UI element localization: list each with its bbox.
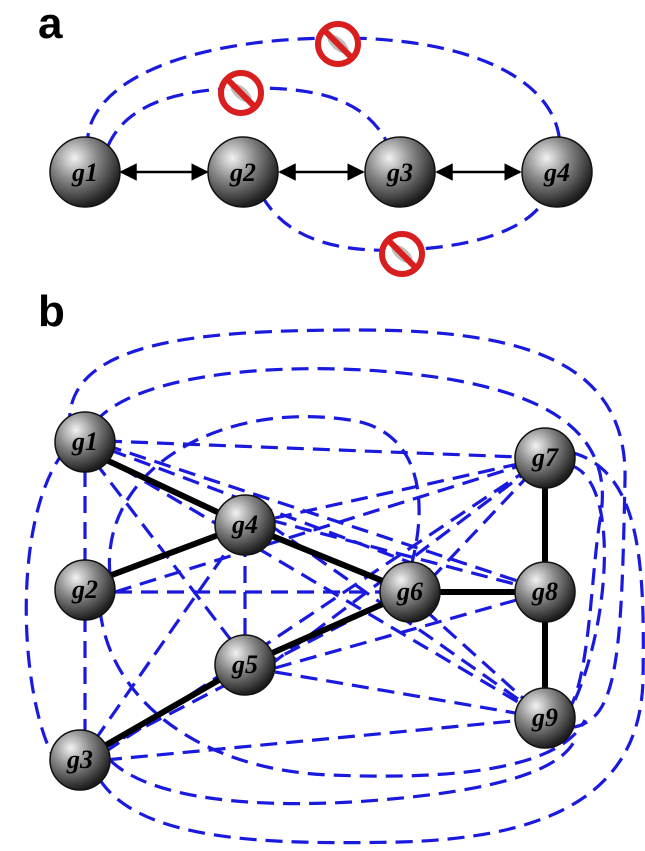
node-g4: g4 xyxy=(214,494,276,556)
node-g8: g8 xyxy=(514,561,576,623)
svg-text:g6: g6 xyxy=(396,577,423,606)
svg-text:g2: g2 xyxy=(71,575,98,604)
svg-text:g3: g3 xyxy=(66,745,93,774)
node-g3: g3 xyxy=(364,136,436,208)
node-g2: g2 xyxy=(207,136,279,208)
prohibited-icon xyxy=(379,231,425,277)
node-g7: g7 xyxy=(514,427,576,489)
panel-a-letter: a xyxy=(38,0,63,48)
svg-text:g1: g1 xyxy=(71,158,98,187)
panel-b-letter: b xyxy=(38,287,65,336)
node-g1: g1 xyxy=(49,136,121,208)
svg-text:g4: g4 xyxy=(231,510,258,539)
svg-text:g8: g8 xyxy=(531,577,558,606)
solid-edges xyxy=(77,447,548,763)
node-g5: g5 xyxy=(214,634,276,696)
svg-text:g4: g4 xyxy=(543,158,570,187)
svg-text:g2: g2 xyxy=(229,158,256,187)
node-g9: g9 xyxy=(514,687,576,749)
node-g2: g2 xyxy=(54,559,116,621)
node-g4: g4 xyxy=(521,136,593,208)
node-g1: g1 xyxy=(54,411,116,473)
dashed-edges-curved xyxy=(24,328,645,845)
node-g6: g6 xyxy=(379,561,441,623)
svg-text:g9: g9 xyxy=(531,703,558,732)
svg-text:g7: g7 xyxy=(531,443,559,472)
prohibited-icon xyxy=(218,70,264,116)
node-g3: g3 xyxy=(49,729,111,791)
svg-text:g3: g3 xyxy=(386,158,413,187)
svg-text:g1: g1 xyxy=(71,427,98,456)
svg-text:g5: g5 xyxy=(231,650,258,679)
prohibited-icon xyxy=(315,21,361,67)
